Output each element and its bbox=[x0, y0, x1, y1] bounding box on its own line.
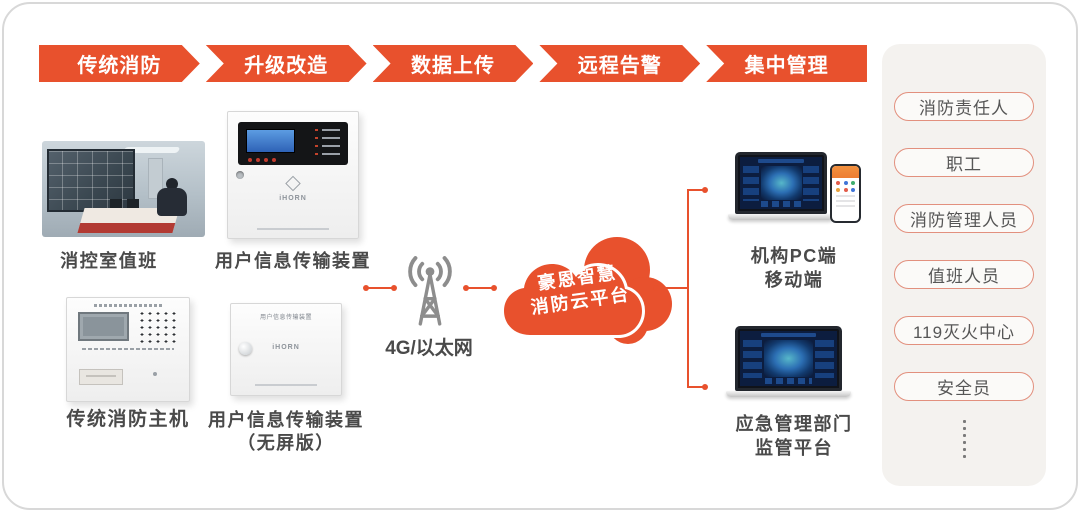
process-banner: 传统消防 升级改造 数据上传 远程告警 集中管理 bbox=[39, 45, 867, 82]
fork-vertical-line bbox=[687, 189, 689, 388]
banner-step-upgrade: 升级改造 bbox=[206, 45, 367, 82]
connector-dot bbox=[363, 285, 369, 291]
role-pill-label: 职工 bbox=[946, 155, 982, 174]
role-pill-fire-manager: 消防管理人员 bbox=[894, 204, 1034, 233]
photo-door bbox=[147, 158, 163, 199]
transmitter-keyhole bbox=[235, 171, 244, 180]
roles-panel: 消防责任人 职工 消防管理人员 值班人员 119灭火中心 安全员 bbox=[882, 44, 1046, 486]
transmitter-device: iHORN bbox=[227, 111, 359, 239]
banner-step-label: 集中管理 bbox=[744, 55, 829, 77]
phone-header bbox=[832, 166, 859, 179]
host-printer-slot bbox=[79, 369, 124, 385]
org-laptop-base bbox=[728, 214, 834, 220]
host-indicator-grid bbox=[137, 310, 180, 344]
transmitter-control-panel bbox=[238, 122, 348, 165]
transmitter-led-labels bbox=[322, 128, 340, 157]
role-pill-safety-officer: 安全员 bbox=[894, 372, 1034, 401]
fork-stem-line bbox=[657, 287, 688, 289]
noscreen-knob bbox=[238, 342, 252, 356]
noscreen-company-line bbox=[255, 383, 317, 386]
host-screw bbox=[153, 372, 158, 377]
banner-step-label: 升级改造 bbox=[244, 55, 329, 77]
host-sub-line bbox=[81, 348, 175, 351]
connector-line-devices-antenna bbox=[367, 287, 393, 289]
cloud-platform-icon bbox=[501, 237, 672, 344]
connector-dot bbox=[463, 285, 469, 291]
transmitter-label: 用户信息传输装置 bbox=[215, 251, 371, 271]
role-pill-staff: 职工 bbox=[894, 148, 1034, 177]
banner-step-manage: 集中管理 bbox=[706, 45, 867, 82]
banner-step-traditional: 传统消防 bbox=[39, 45, 200, 82]
transmitter-noscreen-label-line2: （无屏版） bbox=[237, 433, 335, 453]
connector-dot bbox=[491, 285, 497, 291]
org-platform-label-line2: 移动端 bbox=[764, 270, 824, 290]
control-room-photo bbox=[42, 141, 205, 237]
banner-step-label: 数据上传 bbox=[410, 55, 495, 77]
banner-step-label: 远程告警 bbox=[577, 55, 662, 77]
fork-top-branch bbox=[687, 189, 704, 191]
role-pill-duty: 值班人员 bbox=[894, 260, 1034, 289]
gov-supervision-laptop bbox=[726, 326, 851, 397]
banner-step-upload: 数据上传 bbox=[373, 45, 534, 82]
connector-dot bbox=[702, 384, 708, 390]
role-pill-label: 值班人员 bbox=[928, 267, 1000, 286]
host-lcd bbox=[77, 312, 130, 342]
more-roles-ellipsis-icon bbox=[962, 420, 966, 458]
connector-dot bbox=[391, 285, 397, 291]
photo-monitor bbox=[110, 199, 123, 209]
transmitter-led-column bbox=[315, 128, 319, 157]
connector-dot bbox=[702, 187, 708, 193]
host-header-line bbox=[93, 304, 163, 308]
banner-step-alarm: 远程告警 bbox=[539, 45, 700, 82]
fire-host-label: 传统消防主机 bbox=[66, 409, 190, 430]
gov-laptop-screen bbox=[735, 326, 842, 391]
org-pc-laptop bbox=[728, 152, 834, 220]
fire-host-device bbox=[66, 297, 190, 402]
role-pill-label: 消防管理人员 bbox=[910, 211, 1018, 230]
noscreen-brand: iHORN bbox=[272, 344, 300, 352]
noscreen-header-text: 用户信息传输装置 bbox=[259, 315, 312, 322]
transmitter-company-line bbox=[256, 228, 330, 231]
transmitter-lcd bbox=[246, 128, 296, 153]
transmitter-brand: iHORN bbox=[279, 195, 307, 203]
photo-operator bbox=[155, 177, 189, 222]
network-label: 4G/以太网 bbox=[385, 338, 473, 359]
photo-monitor bbox=[126, 199, 139, 209]
org-platform-label-line1: 机构PC端 bbox=[750, 246, 838, 266]
connector-dot bbox=[653, 285, 659, 291]
mobile-phone bbox=[830, 164, 861, 223]
transmitter-buttons bbox=[248, 157, 296, 162]
fork-bottom-branch bbox=[687, 386, 704, 388]
role-pill-responsible: 消防责任人 bbox=[894, 92, 1034, 121]
banner-step-label: 传统消防 bbox=[77, 55, 162, 77]
photo-video-wall bbox=[46, 148, 135, 213]
org-laptop-screen bbox=[735, 152, 827, 214]
role-pill-label: 安全员 bbox=[937, 379, 991, 398]
role-pill-119-center: 119灭火中心 bbox=[894, 316, 1034, 345]
control-room-label: 消控室值班 bbox=[60, 251, 158, 271]
connector-line-antenna-cloud bbox=[467, 287, 493, 289]
transmitter-noscreen-device: 用户信息传输装置 iHORN bbox=[230, 303, 342, 396]
role-pill-label: 消防责任人 bbox=[919, 99, 1009, 118]
gov-laptop-base bbox=[726, 391, 851, 397]
role-pill-label: 119灭火中心 bbox=[912, 323, 1016, 342]
antenna-icon bbox=[408, 256, 452, 326]
gov-platform-label-line2: 监管平台 bbox=[755, 438, 833, 458]
transmitter-logo-badge bbox=[285, 175, 301, 191]
gov-platform-label-line1: 应急管理部门 bbox=[735, 414, 853, 434]
transmitter-noscreen-label-line1: 用户信息传输装置 bbox=[208, 410, 364, 430]
